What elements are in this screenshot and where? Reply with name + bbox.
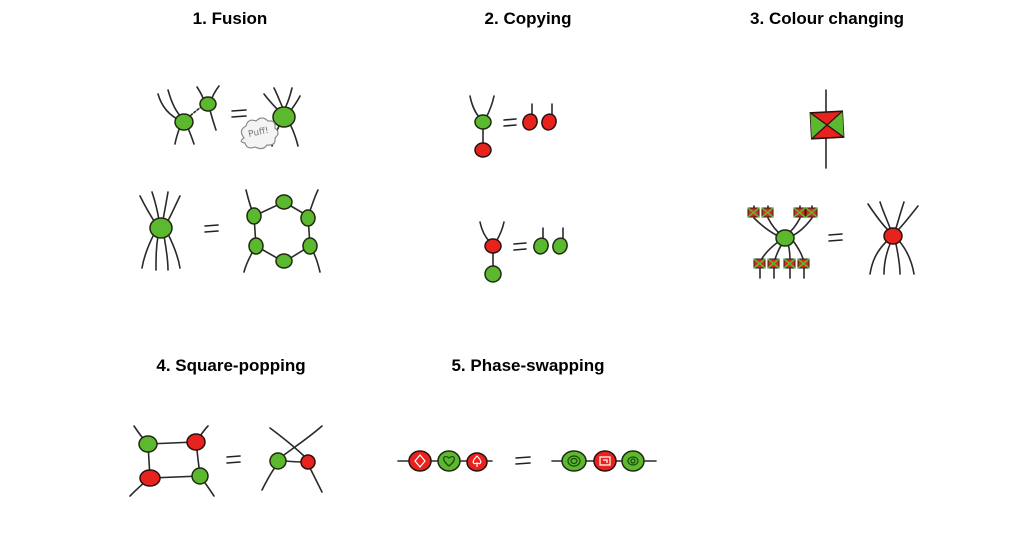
diamond-phase-icon	[414, 454, 426, 468]
heart-phase-icon	[443, 455, 455, 467]
red-spider-icon	[466, 452, 488, 472]
square-phase-icon	[599, 456, 611, 466]
green-spider-icon	[199, 96, 217, 112]
green-spider-icon	[149, 217, 173, 239]
rule-title-copying: 2. Copying	[484, 9, 572, 28]
puff-cloud-icon	[240, 117, 279, 150]
equals-sign-icon	[513, 242, 527, 245]
square-popping-lhs	[129, 425, 215, 497]
red-spider-icon	[522, 113, 538, 131]
copying-rule	[469, 95, 568, 283]
equals-sign-icon	[226, 455, 241, 458]
red-spider-icon	[593, 450, 617, 472]
green-spider-icon	[775, 229, 795, 247]
rule-title-square-popping: 4. Square-popping	[156, 356, 306, 375]
rule-title-fusion: 1. Fusion	[192, 9, 268, 28]
green-spider-icon	[474, 114, 492, 130]
green-spider-icon	[272, 106, 296, 128]
green-spider-icon	[561, 450, 587, 472]
fusion-rule: Puff!	[139, 85, 321, 273]
green-spider-icon	[533, 237, 549, 255]
green-spider-icon	[269, 452, 287, 470]
copying-top	[469, 95, 557, 158]
colour-changing-rhs	[867, 201, 919, 275]
rule-title-phase-swapping: 5. Phase-swapping	[451, 356, 605, 375]
hadamard-box-icon	[747, 207, 818, 218]
equals-sign-icon	[204, 224, 219, 227]
spade-phase-icon	[472, 455, 482, 467]
fusion-rhs-hexagon	[243, 189, 321, 273]
red-spider-icon	[541, 113, 557, 131]
green-spider-icon	[621, 450, 645, 472]
green-spider-icon	[248, 237, 264, 255]
rule-title-colour-changing: 3. Colour changing	[750, 9, 904, 28]
equals-sign-icon	[828, 233, 843, 236]
green-spider-icon	[174, 113, 194, 131]
red-spider-icon	[186, 433, 206, 451]
colour-changing-rule	[747, 89, 919, 279]
green-spider-icon	[275, 253, 293, 269]
hadamard-box-icon	[753, 258, 810, 269]
fusion-rhs-small: Puff!	[240, 87, 301, 150]
puff-label: Puff!	[247, 126, 269, 140]
swirl-phase-icon	[627, 456, 639, 466]
fusion-lhs-small	[157, 85, 220, 145]
phase-swapping-rule	[397, 450, 657, 472]
swirl-phase-icon	[567, 455, 581, 467]
hadamard-box-icon	[809, 89, 845, 169]
green-spider-icon	[246, 207, 262, 225]
fusion-lhs-spider	[139, 191, 181, 271]
colour-changing-lhs	[747, 205, 818, 279]
green-spider-icon	[437, 450, 461, 472]
equals-sign-icon	[231, 109, 247, 112]
green-spider-icon	[484, 265, 502, 283]
phase-swapping-rhs	[551, 450, 657, 472]
equals-sign-icon	[515, 456, 531, 459]
green-spider-icon	[300, 209, 316, 227]
green-spider-icon	[191, 467, 209, 485]
green-spider-icon	[138, 435, 158, 453]
red-spider-icon	[484, 238, 502, 254]
square-popping-rule	[129, 425, 323, 497]
phase-swapping-lhs	[397, 450, 493, 472]
equals-sign-icon	[503, 118, 517, 121]
red-spider-icon	[139, 469, 161, 487]
red-spider-icon	[883, 227, 903, 245]
green-spider-icon	[275, 194, 293, 210]
red-spider-icon	[408, 450, 432, 472]
copying-bottom	[479, 221, 568, 283]
red-spider-icon	[474, 142, 492, 158]
square-popping-rhs	[261, 425, 323, 493]
red-spider-icon	[300, 454, 316, 470]
green-spider-icon	[552, 237, 568, 255]
green-spider-icon	[302, 237, 318, 255]
